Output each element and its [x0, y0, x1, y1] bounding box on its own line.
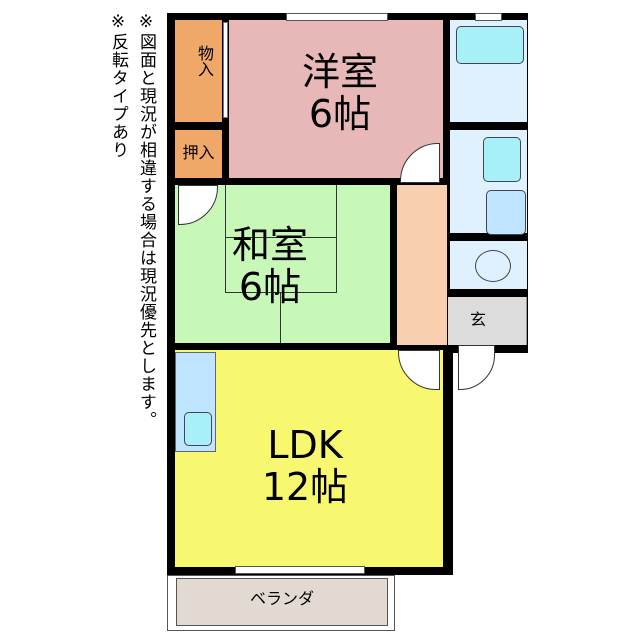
japanese-room-name: 和室 — [231, 223, 308, 267]
note-reversed: ※反転タイプあり — [108, 12, 128, 159]
closet-room — [175, 130, 222, 178]
western-room-size: 6帖 — [308, 91, 372, 136]
storage-label: 物入 — [195, 45, 214, 77]
hallway — [397, 185, 447, 345]
window-bath — [475, 13, 502, 21]
bathtub — [456, 26, 524, 64]
door-entrance — [458, 345, 495, 390]
veranda-label: ベランダ — [249, 589, 314, 608]
western-room-label: 洋室 6帖 — [280, 50, 400, 136]
ldk-size: 12帖 — [261, 464, 349, 509]
tatami-grid — [225, 185, 337, 293]
window-western — [286, 13, 388, 21]
tatami-line-2 — [280, 293, 281, 343]
note-differs: ※図面と現況が相違する場合は現況優先とします。 — [136, 12, 156, 429]
ldk-name: LDK — [267, 423, 343, 467]
closet-label: 押入 — [182, 143, 215, 162]
entrance — [448, 297, 527, 345]
washing-machine — [486, 190, 526, 235]
window-ldk — [235, 566, 365, 574]
veranda-floor — [176, 578, 388, 626]
tatami-line — [225, 237, 337, 238]
storage-room — [175, 20, 222, 122]
japanese-room-label: 和室 6帖 — [220, 223, 320, 309]
ldk-label: LDK 12帖 — [250, 423, 360, 509]
western-room — [229, 20, 443, 178]
entrance-label: 玄 — [469, 310, 486, 329]
ldk-room — [175, 350, 443, 567]
washbasin — [483, 137, 521, 182]
toilet — [475, 250, 511, 282]
western-room-name: 洋室 — [301, 50, 378, 94]
kitchen-sink — [184, 412, 212, 446]
japanese-room — [175, 185, 390, 343]
japanese-room-size: 6帖 — [238, 264, 302, 309]
closet-sliding-door — [223, 22, 228, 118]
